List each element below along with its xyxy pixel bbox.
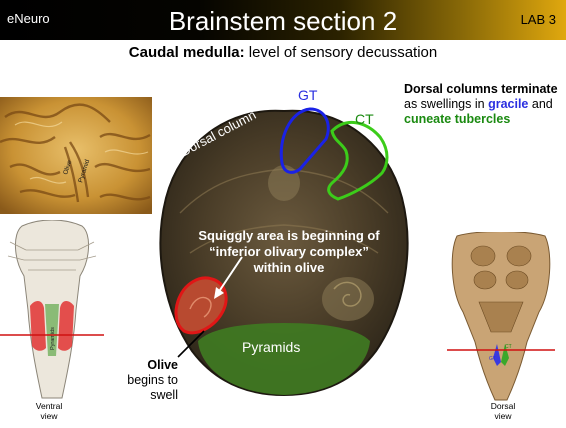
olive-label-bold: Olive (147, 358, 178, 372)
squiggly-line-1: Squiggly area is beginning of (198, 228, 380, 243)
ventral-brainstem-diagram: Pyramids (0, 220, 104, 399)
diagram-gt-label: GT (489, 356, 496, 362)
subtitle-rest: level of sensory decussation (248, 44, 438, 61)
slide-subtitle: Caudal medulla: level of sensory decussa… (0, 44, 566, 61)
title-bar: eNeuro Brainstem section 2 LAB 3 (0, 0, 566, 40)
diagram-pyramids-label: Pyramids (50, 327, 56, 350)
dorsal-brainstem-diagram: CT GT (447, 232, 555, 401)
olive-annotation: Olive begins to swell (110, 358, 178, 403)
olive-label-line3: swell (150, 388, 178, 402)
brand-label: eNeuro (7, 11, 50, 26)
squiggly-line-3: within olive (253, 260, 325, 275)
squiggly-line-2: “inferior olivary complex” (209, 244, 369, 259)
dorsal-view-caption: Dorsal view (478, 401, 528, 421)
brain-photo: Olive Pyramid (0, 97, 152, 214)
dorsal-note-part1: as swellings in (404, 97, 485, 111)
dorsal-caption-line2: view (494, 411, 512, 421)
ventral-view-caption: Ventral view (24, 401, 74, 421)
subtitle-bold: Caudal medulla: (128, 44, 245, 61)
olivary-complex-annotation: Squiggly area is beginning of “inferior … (178, 228, 400, 276)
photo-olive-label: Olive (62, 159, 73, 176)
dorsal-caption-line1: Dorsal (490, 401, 516, 411)
gt-label: GT (298, 87, 318, 103)
ventral-caption-line2: view (40, 411, 58, 421)
pyramids-label: Pyramids (242, 339, 301, 355)
diagram-ct-label: CT (505, 344, 512, 350)
dorsal-columns-note: Dorsal columns terminate as swellings in… (404, 82, 566, 127)
lab-label: LAB 3 (520, 12, 556, 27)
slide-title: Brainstem section 2 (168, 6, 398, 36)
olive-label-line2: begins to (127, 373, 178, 387)
squiggly-arrow (217, 256, 243, 294)
olive-pointer-line (177, 330, 205, 358)
ventral-caption-line1: Ventral (35, 401, 63, 411)
medulla-section-image (159, 107, 409, 397)
cuneate-term: cuneate tubercles (404, 112, 511, 126)
gracile-term: gracile (488, 97, 529, 111)
dorsal-note-and: and (531, 97, 553, 111)
ct-label: CT (355, 111, 374, 127)
dorsal-note-heading: Dorsal columns terminate (404, 82, 558, 96)
